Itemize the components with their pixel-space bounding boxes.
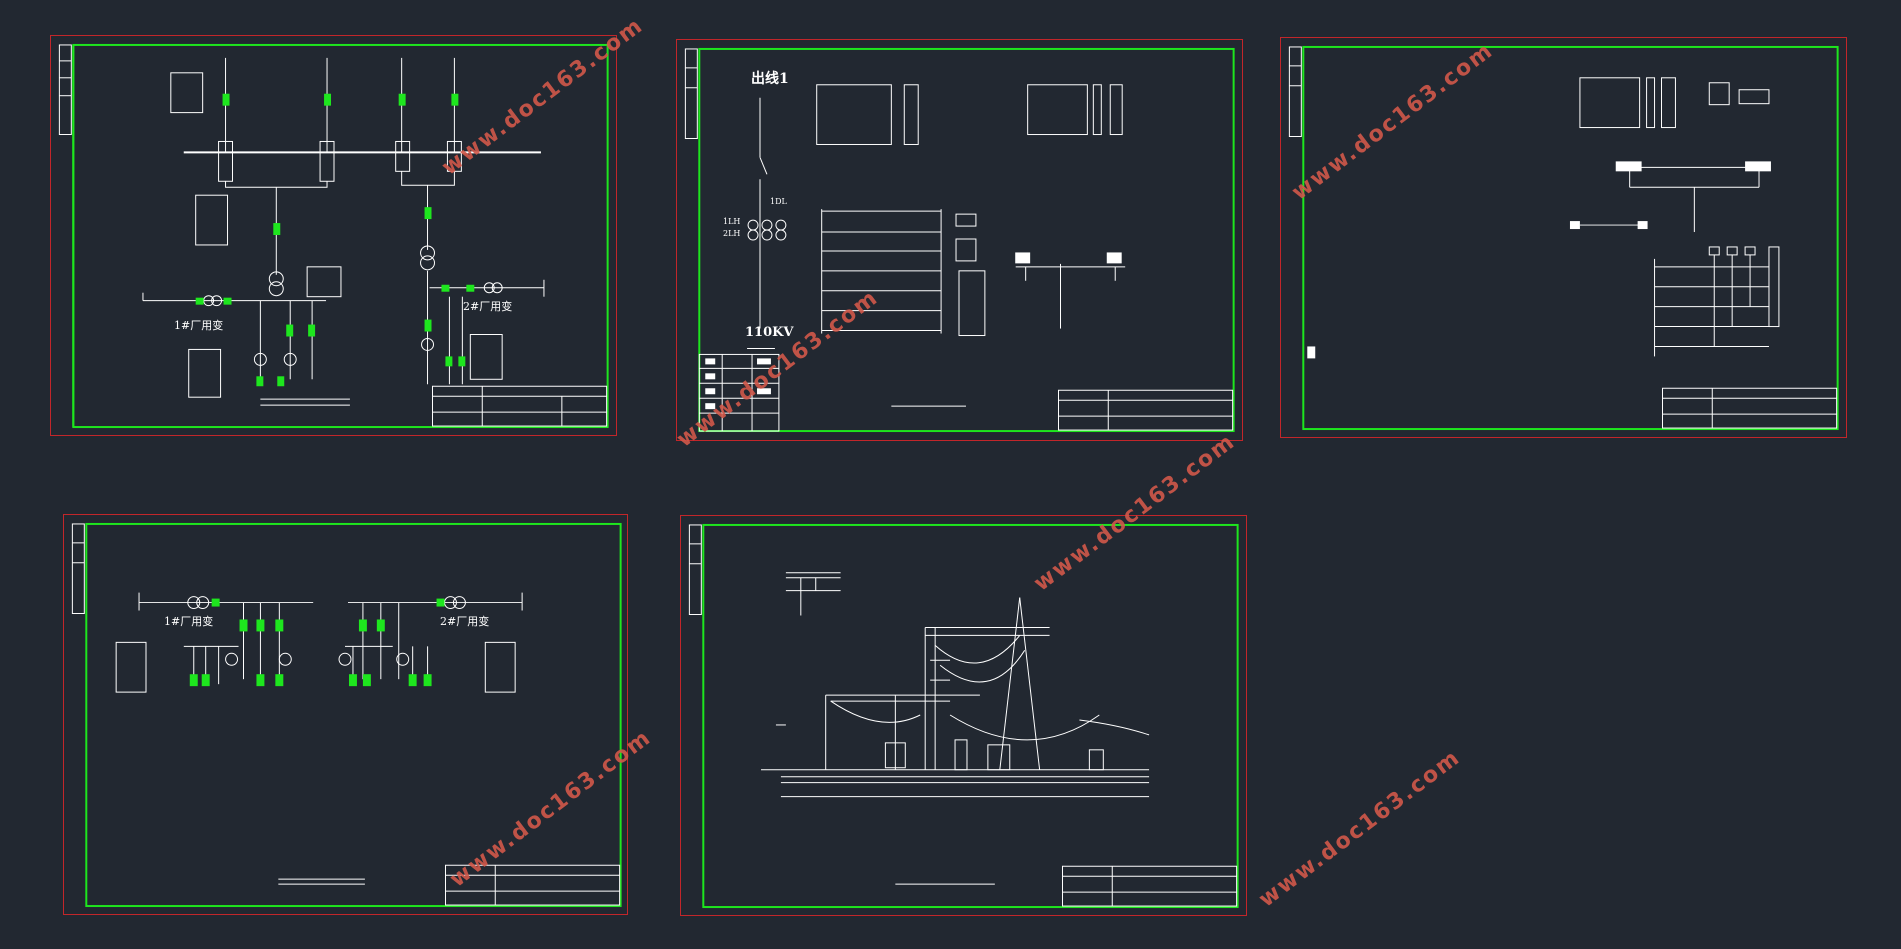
sheet-2-outgoing-line-label: 出线1 — [751, 71, 789, 87]
sheet-1-diagram — [58, 43, 609, 429]
sheet-2-1lh-label: 1LH — [723, 217, 741, 226]
sheet-3-diagram — [1288, 45, 1839, 431]
sheet-4-diagram — [71, 522, 622, 908]
drawing-sheet-4[interactable]: 1#厂用变 2#厂用变 — [63, 514, 628, 915]
sheet-4-left-transformer-label: 1#厂用变 — [164, 615, 214, 628]
sheet-1-right-transformer-label: 2#厂用变 — [463, 300, 513, 313]
sheet-2-1dl-label: 1DL — [770, 197, 787, 206]
sheet-1-left-transformer-label: 1#厂用变 — [174, 319, 224, 332]
sheet-2-voltage-label: 110KV — [745, 325, 794, 340]
drawing-sheet-1[interactable]: 1#厂用变 2#厂用变 — [50, 35, 617, 436]
sheet-4-right-transformer-label: 2#厂用变 — [440, 615, 490, 628]
drawing-sheet-5[interactable] — [680, 515, 1247, 916]
sheet-2-2lh-label: 2LH — [723, 229, 741, 238]
watermark-6: www.doc163.com — [1254, 744, 1466, 913]
drawing-sheet-2[interactable]: 出线1 110KV 1LH 2LH 1DL — [676, 39, 1243, 441]
sheet-5-diagram — [688, 523, 1239, 909]
sheet-2-diagram — [684, 47, 1235, 433]
drawing-sheet-3[interactable] — [1280, 37, 1847, 438]
